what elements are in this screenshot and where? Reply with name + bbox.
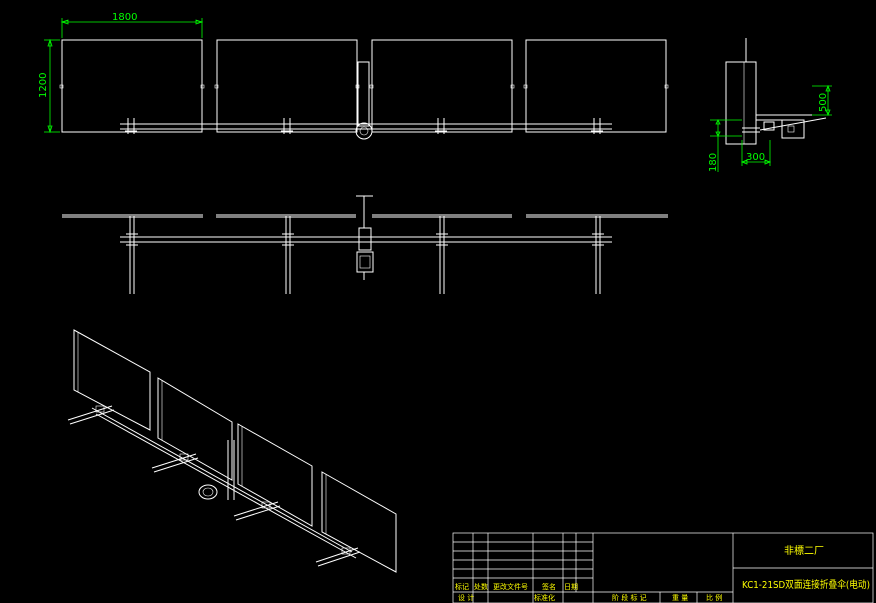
isometric-view xyxy=(67,329,397,573)
side-dimensions: 500 300 180 xyxy=(708,84,832,172)
iso-arms xyxy=(67,405,361,567)
top-view xyxy=(62,195,668,294)
top-center-post xyxy=(358,227,372,251)
iso-motor xyxy=(198,484,218,500)
tb-label-design: 设 计 xyxy=(458,593,474,602)
dim-base-height: 180 xyxy=(708,153,719,172)
tb-label-sign: 签名 xyxy=(542,582,556,591)
dim-side-height: 500 xyxy=(818,93,829,112)
tb-label-weight: 重 量 xyxy=(672,594,688,602)
motor xyxy=(355,122,373,140)
tb-label-count: 处数 xyxy=(474,582,488,591)
dim-panel-height: 1200 xyxy=(38,73,49,98)
front-brackets xyxy=(125,118,603,134)
side-panel xyxy=(725,61,757,145)
panel-1 xyxy=(61,39,203,133)
dim-panel-width: 1800 xyxy=(112,12,137,23)
panel-4 xyxy=(525,39,667,133)
side-view xyxy=(725,38,827,145)
iso-panel-3 xyxy=(237,423,313,527)
iso-panel-2 xyxy=(157,377,233,481)
front-dimensions: 1800 1200 xyxy=(38,12,204,134)
drawing-title: KC1-21SD双面连接折叠伞(电动) xyxy=(742,578,870,591)
top-legs xyxy=(126,216,604,294)
panel-3 xyxy=(371,39,513,133)
tb-label-stage: 阶 段 标 记 xyxy=(612,593,647,602)
title-block: 标记 处数 更改文件号 签名 日期 设 计 标准化 阶 段 标 记 重 量 比 … xyxy=(452,532,874,603)
iso-panel-1 xyxy=(73,329,151,431)
panel-2 xyxy=(216,39,358,133)
center-post xyxy=(357,61,370,127)
dim-side-depth: 300 xyxy=(746,152,765,163)
tb-label-change: 更改文件号 xyxy=(493,582,528,591)
tb-label-scale: 比 例 xyxy=(706,593,722,602)
top-motor xyxy=(356,251,374,273)
company-name: 非標二厂 xyxy=(784,544,824,557)
tb-label-standard: 标准化 xyxy=(534,593,555,602)
side-motor-box xyxy=(781,119,805,139)
top-panels xyxy=(62,214,668,218)
tb-label-date: 日期 xyxy=(564,583,578,591)
tb-label-mark: 标记 xyxy=(455,582,469,591)
front-view xyxy=(59,39,669,140)
iso-panel-4 xyxy=(321,471,397,573)
